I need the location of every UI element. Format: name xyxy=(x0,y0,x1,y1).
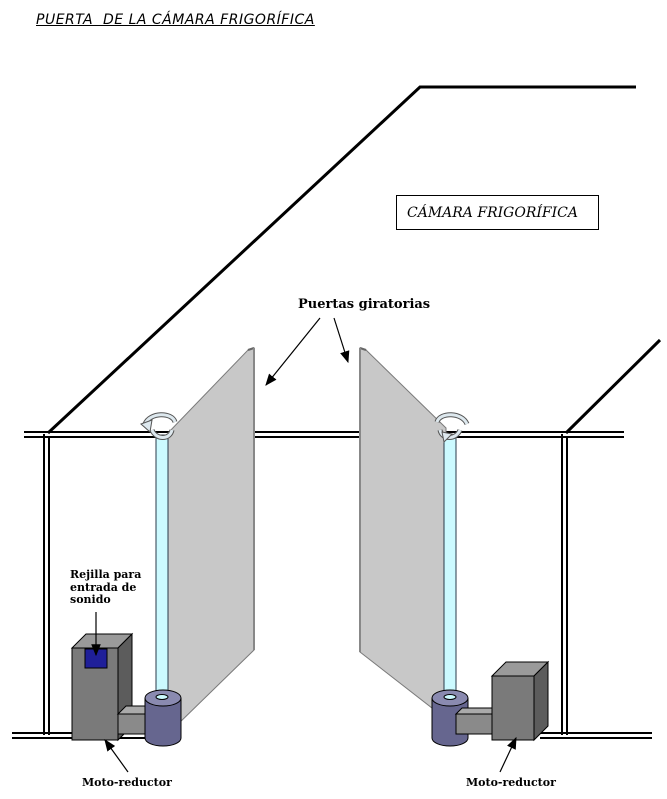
left-shaft xyxy=(155,434,169,698)
motor-left-label: Moto-reductor xyxy=(82,776,172,789)
room-label: CÁMARA FRIGORÍFICA xyxy=(407,204,578,221)
page-title: PUERTA DE LA CÁMARA FRIGORÍFICA xyxy=(36,12,315,28)
doors-label: Puertas giratorias xyxy=(298,297,431,312)
roof-outline xyxy=(46,85,662,435)
motor-right-label: Moto-reductor xyxy=(466,776,556,789)
grille-label: Rejilla para entrada de sonido xyxy=(70,568,142,607)
right-motor-box xyxy=(490,660,550,742)
arrow-to-right-motor xyxy=(499,736,517,773)
door-frame xyxy=(24,431,624,735)
room-label-box: CÁMARA FRIGORÍFICA xyxy=(396,195,599,230)
left-motor-base xyxy=(144,689,182,747)
callout-arrows xyxy=(91,317,517,773)
arrow-to-right-door xyxy=(333,317,350,364)
right-door-panel xyxy=(359,347,447,713)
right-rotation-arrow xyxy=(434,412,470,444)
left-rotation-arrow xyxy=(140,412,178,440)
arrow-to-left-motor xyxy=(104,739,129,773)
right-motor-connector xyxy=(454,707,500,735)
right-shaft xyxy=(443,434,457,698)
arrow-to-left-door xyxy=(265,317,321,386)
left-door-panel xyxy=(167,347,255,729)
